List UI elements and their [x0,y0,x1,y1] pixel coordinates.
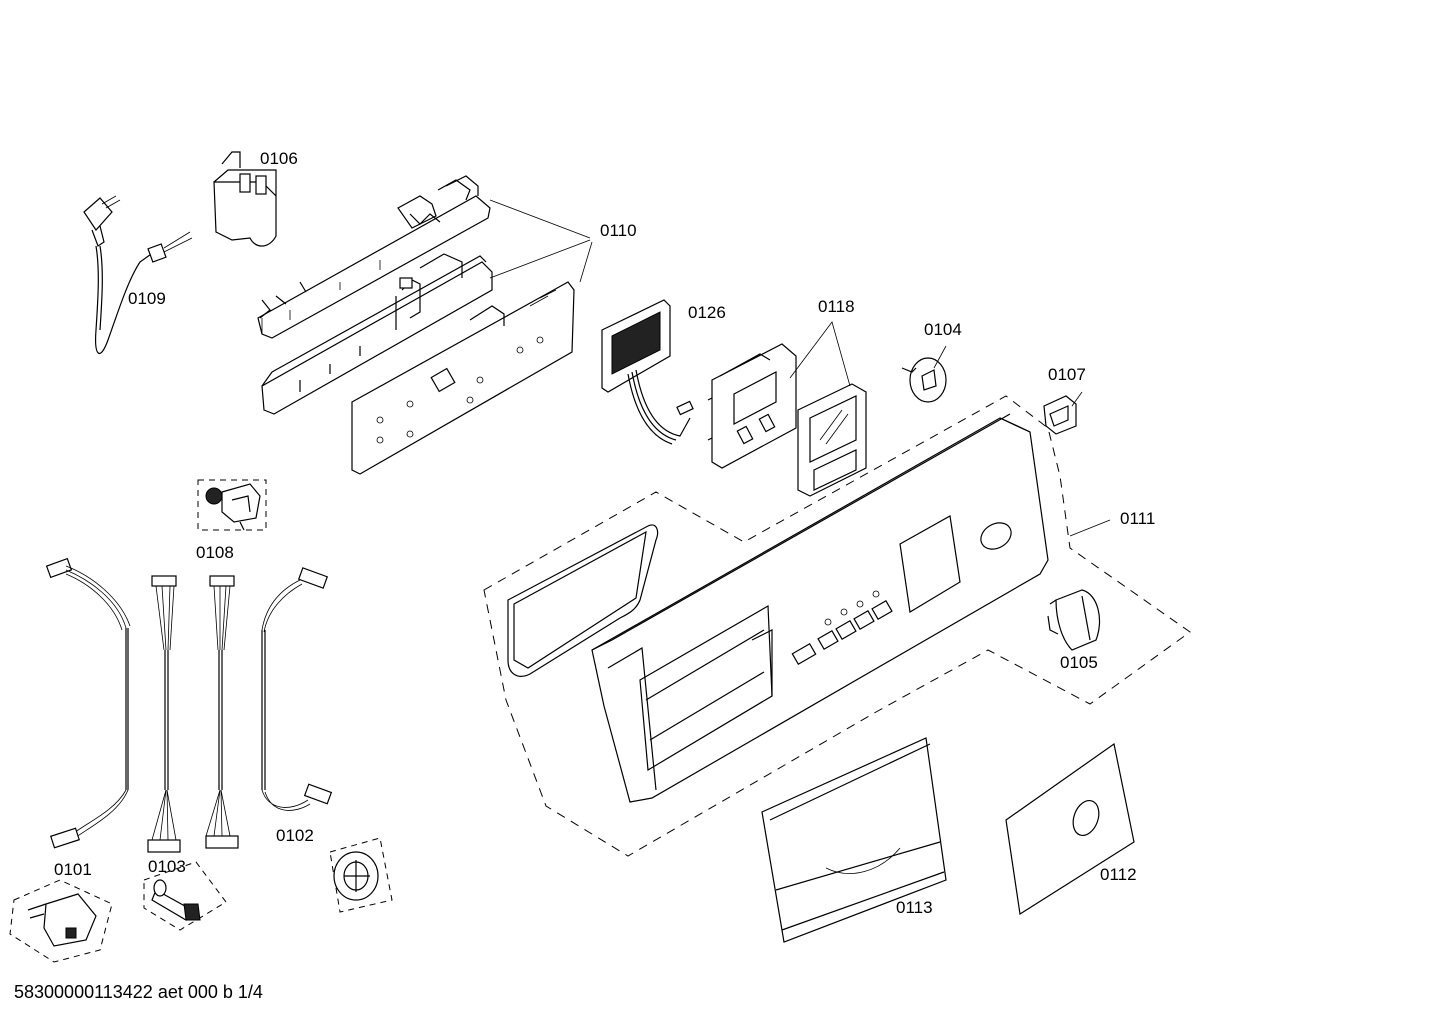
label-0113: 0113 [896,898,933,917]
assembly-0111-outline [483,395,1191,857]
leader-0118 [789,321,851,387]
label-0101: 0101 [54,860,92,879]
label-0110: 0110 [600,221,637,240]
label-0102: 0102 [276,826,314,845]
part-pressure-switch [329,837,393,913]
label-0126: 0126 [688,303,726,322]
part-0110-module-frame [261,253,493,415]
part-0106-interference-filter [213,151,277,247]
part-0109-power-cord [83,195,193,354]
label-0118: 0118 [818,297,855,316]
part-0112-label [1005,742,1135,915]
part-0107-clip [1043,391,1083,435]
part-0110-module-bracket [257,175,491,339]
label-0105: 0105 [1060,653,1098,672]
label-0109: 0109 [128,289,166,308]
part-0111-control-panel [591,413,1049,803]
part-0102-wire-harness [261,567,333,811]
part-0111-gasket [507,524,659,677]
part-0108-switch [197,479,267,531]
document-id-footer: 58300000113422 aet 000 b 1/4 [14,982,263,1002]
leader-0111 [1069,519,1111,537]
part-0113-drawer-handle [761,737,947,943]
label-0106: 0106 [260,149,298,168]
label-0103: 0103 [148,857,186,876]
part-0118-display-window [797,383,867,497]
part-0110-pcb [351,281,575,475]
part-0101-wire-harness [45,557,131,849]
part-0126-display-module [601,299,694,445]
label-0104: 0104 [924,320,962,339]
part-0103-wire-harness [147,575,239,853]
label-0112: 0112 [1100,865,1137,884]
part-0104-selector-knob-disc [901,345,947,403]
leader-0110 [489,199,593,283]
part-pump [9,879,113,963]
label-0107: 0107 [1048,365,1086,384]
label-0111: 0111 [1120,509,1155,528]
part-0105-program-knob [1047,589,1101,651]
label-0108: 0108 [196,543,234,562]
part-0118-display-frame [707,343,797,469]
part-sensor [143,861,227,931]
